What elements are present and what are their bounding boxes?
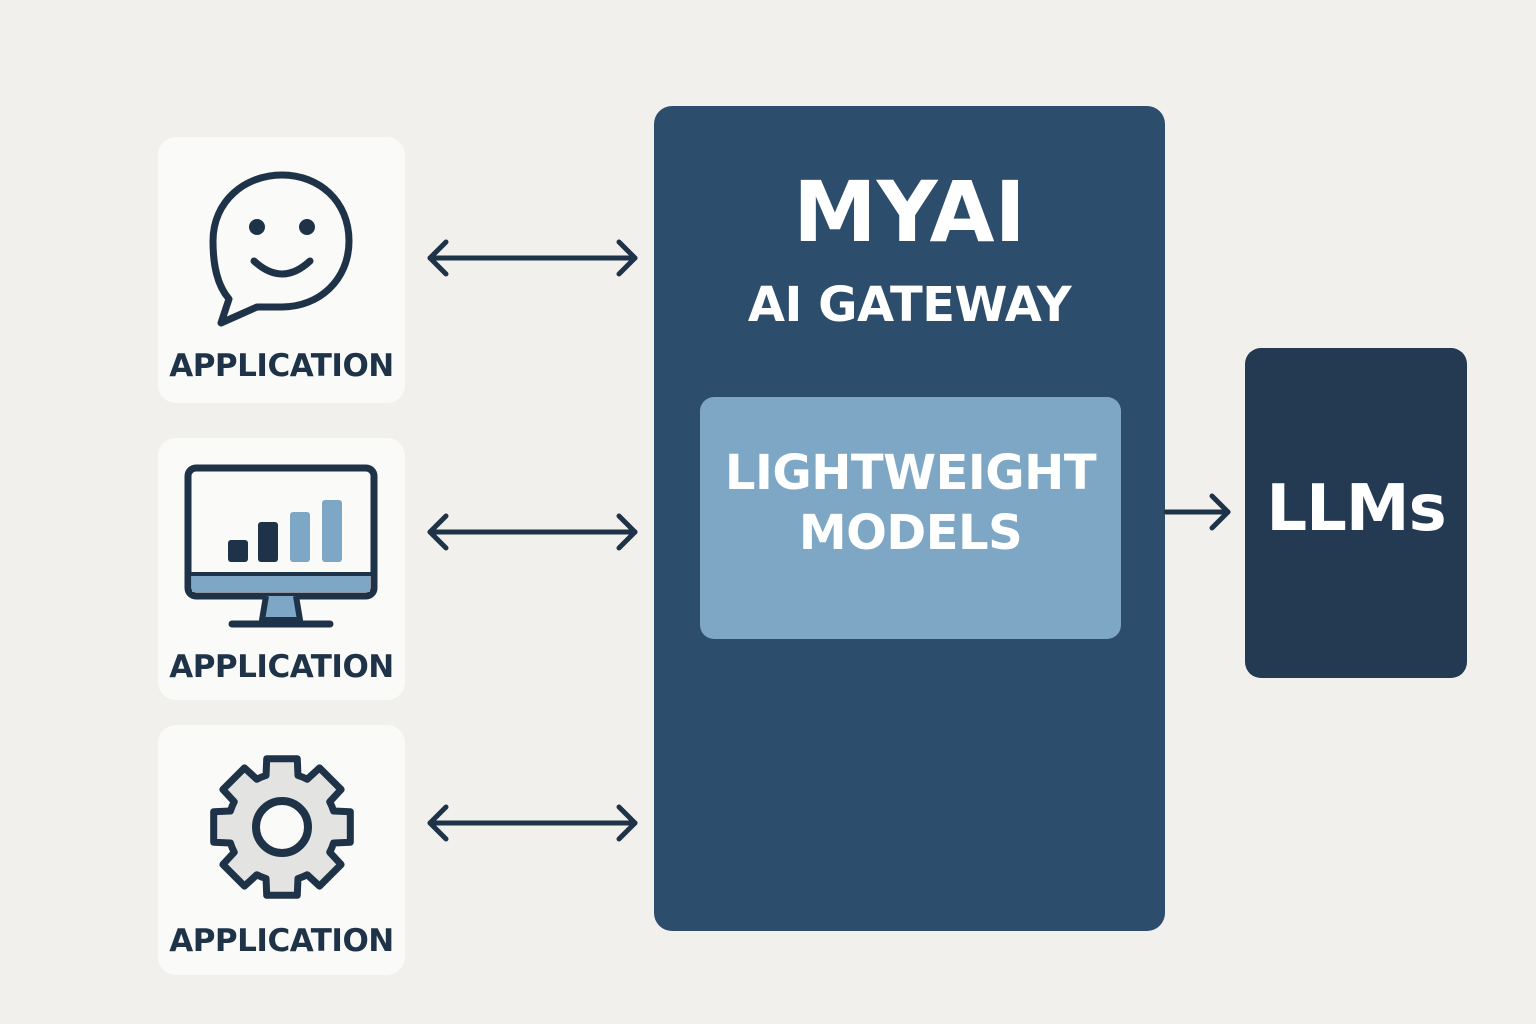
ai-gateway-block: MYAI AI GATEWAY LIGHTWEIGHT MODELS <box>654 106 1165 931</box>
arrow-to-llms <box>1163 493 1231 531</box>
monitor-bar-chart-icon <box>158 462 405 632</box>
models-box-line1: LIGHTWEIGHT <box>724 445 1097 501</box>
models-box-line2: MODELS <box>798 505 1023 561</box>
gateway-subtitle: AI GATEWAY <box>747 277 1072 333</box>
application-label: APPLICATION <box>169 348 394 384</box>
bidirectional-arrow-2 <box>427 513 638 551</box>
application-label: APPLICATION <box>169 649 394 685</box>
application-card-gear: APPLICATION <box>158 725 405 975</box>
application-card-chat: APPLICATION <box>158 137 405 403</box>
application-label: APPLICATION <box>169 923 394 959</box>
chat-smiley-icon <box>158 167 405 327</box>
llms-label: LLMs <box>1266 472 1446 546</box>
bidirectional-arrow-1 <box>427 239 638 277</box>
bidirectional-arrow-3 <box>427 804 638 842</box>
lightweight-models-box: LIGHTWEIGHT MODELS <box>700 397 1121 639</box>
gateway-title: MYAI <box>793 163 1026 261</box>
gear-icon <box>158 747 405 907</box>
llms-block: LLMs <box>1245 348 1467 678</box>
application-card-monitor: APPLICATION <box>158 438 405 700</box>
